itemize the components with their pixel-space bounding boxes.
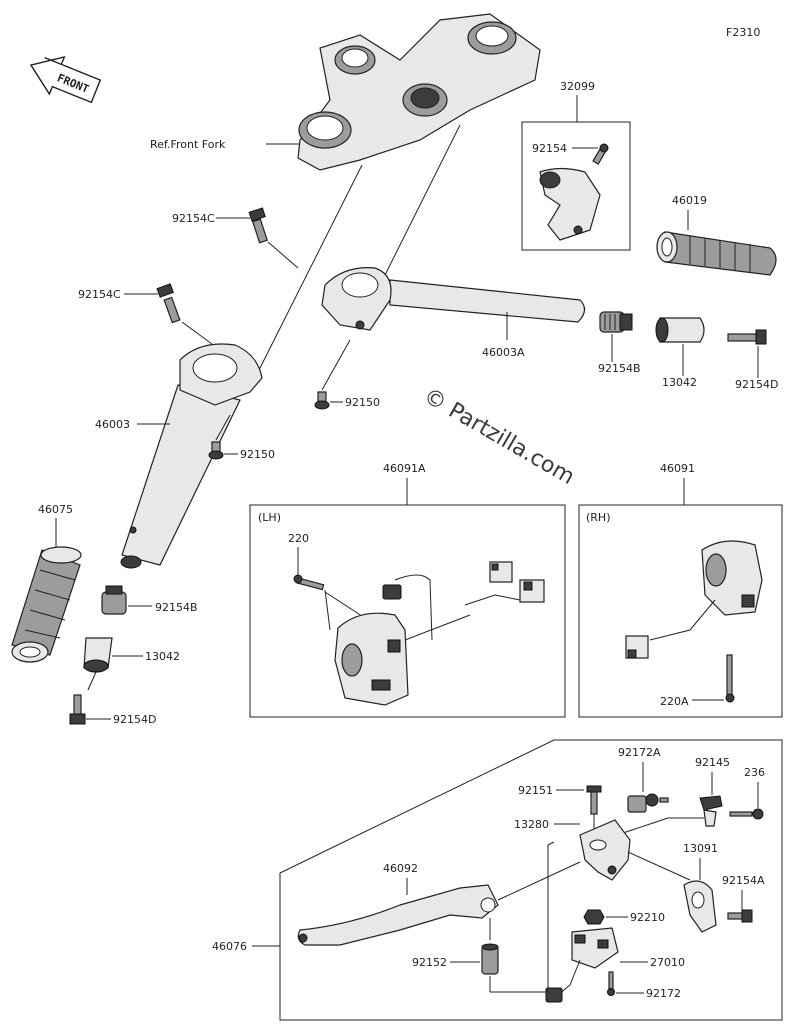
switch-27010 (545, 927, 619, 1003)
clamp-32099 (539, 167, 601, 241)
frame-46076 (279, 739, 783, 1021)
lh-wire-harness (382, 561, 545, 641)
bolt-92154C-b (156, 283, 181, 324)
label-27010: 27010 (650, 956, 685, 969)
handlebar-46003 (120, 343, 263, 569)
label-92150-a: 92150 (345, 396, 380, 409)
bolt-92154D-left (69, 694, 86, 725)
lever-holder (579, 819, 631, 881)
label-92154D-left: 92154D (113, 713, 156, 726)
screw-92172 (607, 971, 615, 996)
label-13042-right: 13042 (662, 376, 697, 389)
label-92154C-b: 92154C (78, 288, 121, 301)
watermark: © Partzilla.com (419, 384, 579, 491)
label-46092: 46092 (383, 862, 418, 875)
screw-220A (725, 654, 735, 703)
lh-switch-housing (334, 612, 471, 706)
label-236: 236 (744, 766, 765, 779)
box-32099 (521, 121, 631, 251)
label-92172A: 92172A (618, 746, 661, 759)
grip-46075 (11, 546, 82, 663)
label-46019: 46019 (672, 194, 707, 207)
bolt-92150-a (314, 391, 330, 410)
handlebar-46003A (321, 267, 586, 331)
label-46091A: 46091A (383, 462, 426, 475)
bolt-92154A (727, 909, 753, 923)
label-92154C-a: 92154C (172, 212, 215, 225)
label-32099: 32099 (560, 80, 595, 93)
bar-end-plug-92154B-left (101, 585, 127, 615)
label-92154D-right: 92154D (735, 378, 778, 391)
front-arrow-icon: FRONT (29, 55, 102, 104)
figure-code: F2310 (726, 26, 760, 39)
label-92152: 92152 (412, 956, 447, 969)
label-220: 220 (288, 532, 309, 545)
bar-end-weight-13042-left (83, 637, 113, 673)
bar-end-weight-13042-right (655, 317, 705, 343)
spring-92145 (699, 795, 723, 827)
box-rh-switch (578, 504, 783, 718)
upper-triple-clamp (297, 13, 541, 171)
label-92210: 92210 (630, 911, 665, 924)
label-46091: 46091 (660, 462, 695, 475)
label-220A: 220A (660, 695, 689, 708)
screw-220 (293, 574, 325, 591)
label-92150-b: 92150 (240, 448, 275, 461)
label-46075: 46075 (38, 503, 73, 516)
label-13042-left: 13042 (145, 650, 180, 663)
lever-46092 (297, 884, 499, 946)
label-13280: 13280 (514, 818, 549, 831)
label-92154B-right: 92154B (598, 362, 641, 375)
label-92172: 92172 (646, 987, 681, 1000)
label-92154A: 92154A (722, 874, 765, 887)
collar-92152 (481, 943, 499, 975)
label-46003A: 46003A (482, 346, 525, 359)
label-92151: 92151 (518, 784, 553, 797)
bolt-92154C-a (248, 207, 268, 244)
bolt-92151 (586, 785, 602, 815)
label-rh: (RH) (586, 511, 611, 524)
box-lh-switch (249, 504, 566, 718)
label-13091: 13091 (683, 842, 718, 855)
label-lh: (LH) (258, 511, 281, 524)
nut-92210 (583, 909, 605, 925)
label-46076: 46076 (212, 940, 247, 953)
bolt-92154-box (592, 143, 609, 165)
label-46003: 46003 (95, 418, 130, 431)
bolt-92150-b (208, 441, 224, 460)
bolt-92154D-right (727, 329, 767, 345)
label-92154-box: 92154 (532, 142, 567, 155)
clamp-13091 (683, 880, 717, 933)
bar-end-plug-92154B-right (599, 311, 633, 333)
label-92145: 92145 (695, 756, 730, 769)
grip-46019 (656, 231, 777, 276)
screw-236 (729, 808, 764, 820)
label-92154B-left: 92154B (155, 601, 198, 614)
rh-switch-housing (625, 540, 763, 659)
adjuster-92172A (627, 793, 669, 813)
label-ref-front-fork: Ref.Front Fork (150, 138, 226, 151)
